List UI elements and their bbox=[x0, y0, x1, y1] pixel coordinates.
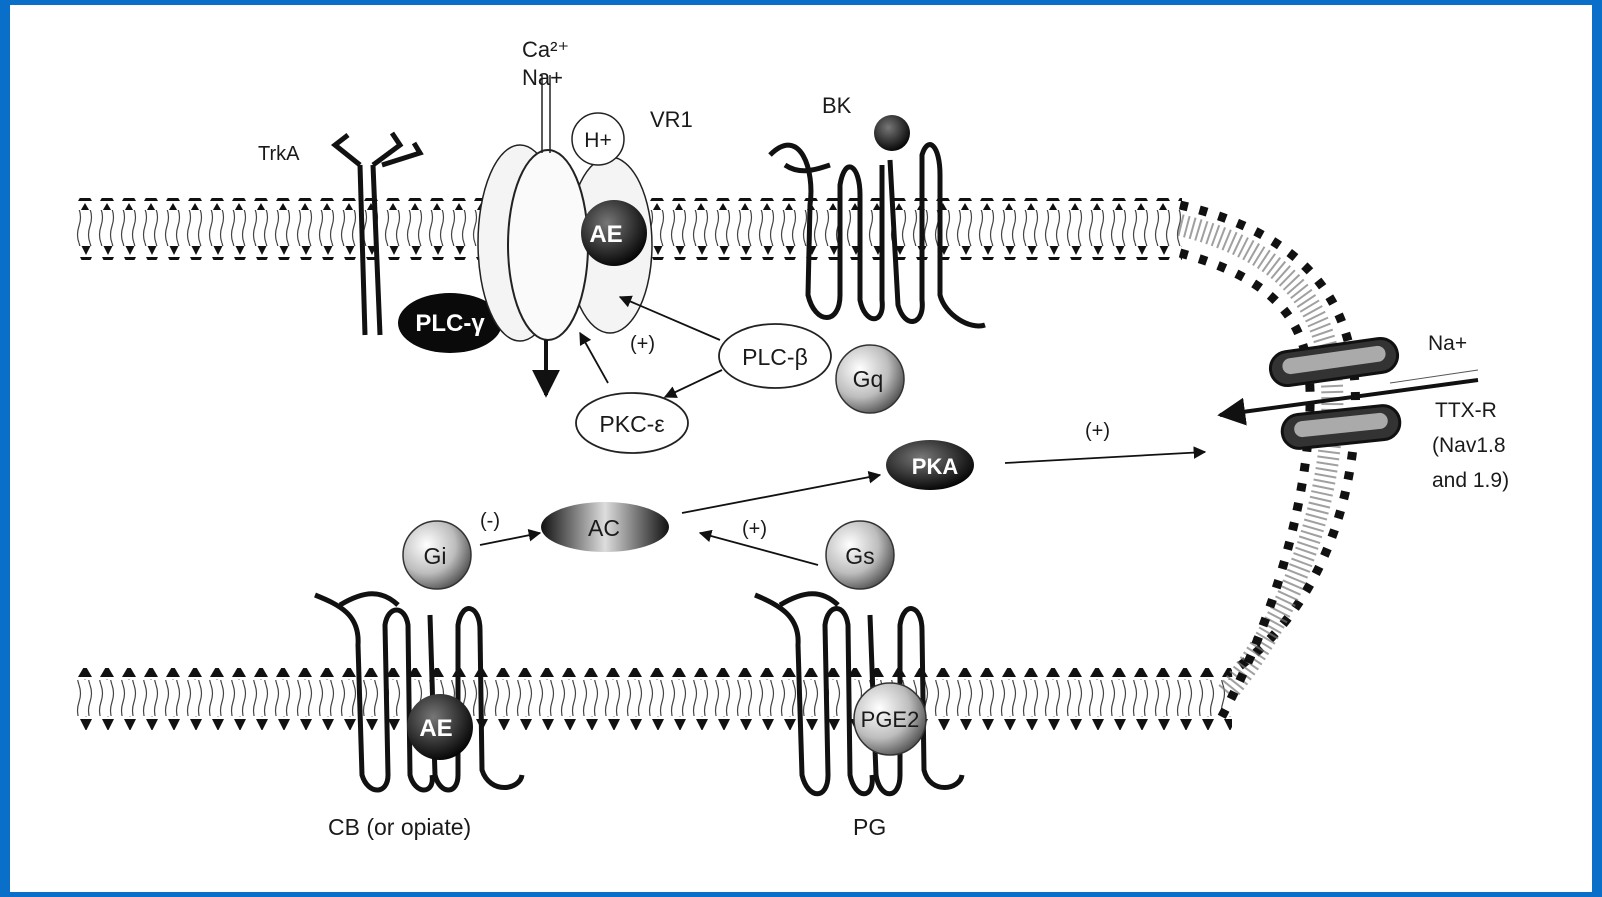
vr1-label: VR1 bbox=[650, 107, 693, 132]
pka-label: PKA bbox=[912, 454, 959, 479]
gq-label: Gq bbox=[853, 366, 884, 392]
pge2-label: PGE2 bbox=[861, 707, 920, 732]
ac-label: AC bbox=[588, 515, 620, 541]
ca-ion-label: Ca²⁺ bbox=[522, 37, 569, 62]
plus-label-2: (+) bbox=[1085, 420, 1110, 442]
pg-label: PG bbox=[853, 814, 886, 840]
curved-membrane bbox=[1180, 205, 1356, 720]
na-right-label: Na+ bbox=[1428, 332, 1467, 355]
arrow-ac-to-pka bbox=[682, 475, 880, 513]
h-ion-label: H+ bbox=[584, 129, 611, 152]
plus-label-3: (+) bbox=[742, 518, 767, 540]
na-ion-label: Na+ bbox=[522, 65, 563, 90]
gs-label: Gs bbox=[845, 543, 874, 569]
ttx-r-label: TTX-R bbox=[1435, 399, 1497, 422]
plc-gamma-label: PLC-γ bbox=[415, 310, 485, 337]
cb-label: CB (or opiate) bbox=[328, 814, 471, 840]
diagram-canvas: PLC-γ TrkA H+ AE Ca²⁺ Na+ VR1 BK PLC-β G… bbox=[10, 5, 1592, 892]
arrow-pka-to-channel bbox=[1005, 452, 1205, 463]
bk-ligand-sphere bbox=[874, 115, 910, 151]
minus-label: (-) bbox=[480, 510, 500, 532]
arrow-gi-to-ac bbox=[480, 533, 540, 545]
arrow-plcb-to-pkc bbox=[665, 370, 722, 397]
nav-label-2: and 1.9) bbox=[1432, 469, 1509, 492]
pkc-label: PKC-ε bbox=[599, 411, 664, 437]
nociceptor-signaling-diagram: PLC-γ TrkA H+ AE Ca²⁺ Na+ VR1 BK PLC-β G… bbox=[10, 5, 1592, 892]
gi-label: Gi bbox=[424, 543, 447, 569]
lower-membrane bbox=[72, 668, 1232, 730]
nav-label-1: (Nav1.8 bbox=[1432, 434, 1506, 457]
trka-label: TrkA bbox=[258, 143, 300, 165]
ae-bottom-label: AE bbox=[419, 715, 452, 742]
plc-beta-label: PLC-β bbox=[742, 344, 808, 370]
ae-top-label: AE bbox=[589, 221, 622, 248]
arrow-pkc-to-vr1 bbox=[580, 333, 608, 383]
bk-label: BK bbox=[822, 93, 852, 118]
plus-label-1: (+) bbox=[630, 333, 655, 355]
